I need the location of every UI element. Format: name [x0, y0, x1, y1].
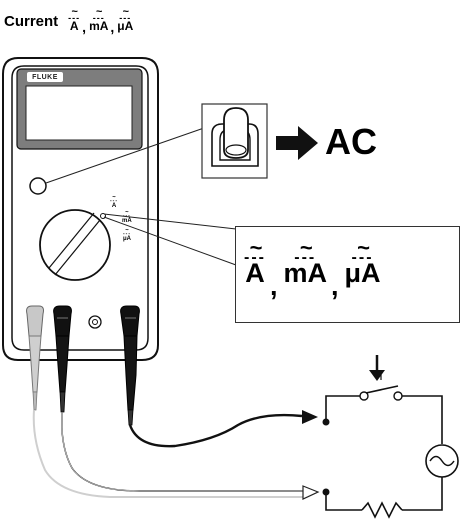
- com-probe-wire: [61, 411, 303, 492]
- callout-row: ~ --- A , ~ --- mA , ~ --- μA: [244, 237, 381, 302]
- callout-symbol-ma: ~ --- mA: [283, 235, 328, 288]
- display-screen: [25, 85, 133, 141]
- mode-label: AC: [325, 121, 377, 162]
- button-pointer-line: [45, 127, 205, 184]
- title-separator: ,: [82, 19, 87, 35]
- title-separator: ,: [110, 19, 115, 35]
- multimeter-icon: [2, 57, 159, 361]
- function-callout: ~ --- A , ~ --- mA , ~ --- μA: [235, 226, 460, 323]
- a-probe-wire: [128, 413, 303, 448]
- a-wire-arrowhead: [302, 410, 318, 424]
- toggle-button-icon: [201, 103, 268, 179]
- meter-brand: FLUKE: [27, 72, 63, 82]
- callout-separator: ,: [331, 271, 339, 301]
- red-probe: [26, 305, 44, 411]
- callout-symbol-ua: ~ --- μA: [344, 235, 381, 288]
- resistor-icon: [361, 501, 403, 519]
- title-symbol-ua: ~ --- μA: [117, 6, 134, 33]
- com-wire-arrowhead: [302, 485, 320, 500]
- title-symbol-ma: ~ --- mA: [89, 6, 109, 33]
- black-probe-a: [120, 305, 140, 426]
- title-row: Current ~ --- A , ~ --- mA , ~ --- μA: [4, 6, 134, 36]
- dial-symbol-a: ~ --- A: [110, 195, 118, 209]
- rotary-dial[interactable]: [39, 209, 111, 281]
- red-probe-wire: [32, 409, 305, 498]
- meter-button[interactable]: [29, 177, 47, 195]
- dial-pointer-line-bottom: [103, 216, 237, 266]
- callout-symbol-a: ~ --- A: [244, 235, 266, 288]
- switch-contact-right: [393, 391, 403, 401]
- dial-symbol-ua: ~ --- μA: [123, 228, 132, 242]
- black-probe-com: [53, 305, 72, 413]
- title-symbol-a: ~ --- A: [68, 6, 81, 33]
- switch-icon: [365, 385, 399, 394]
- callout-separator: ,: [269, 271, 278, 301]
- node-bottom: [322, 488, 330, 496]
- circuit: [322, 355, 459, 519]
- switch-contact-left: [359, 391, 369, 401]
- dial-pointer-line-top: [103, 213, 237, 230]
- node-top: [322, 418, 330, 426]
- right-arrow-icon: [276, 126, 318, 160]
- dial-symbol-ma: ~ --- mA: [122, 210, 132, 224]
- title-text: Current: [4, 13, 59, 30]
- socket-com: [88, 315, 102, 329]
